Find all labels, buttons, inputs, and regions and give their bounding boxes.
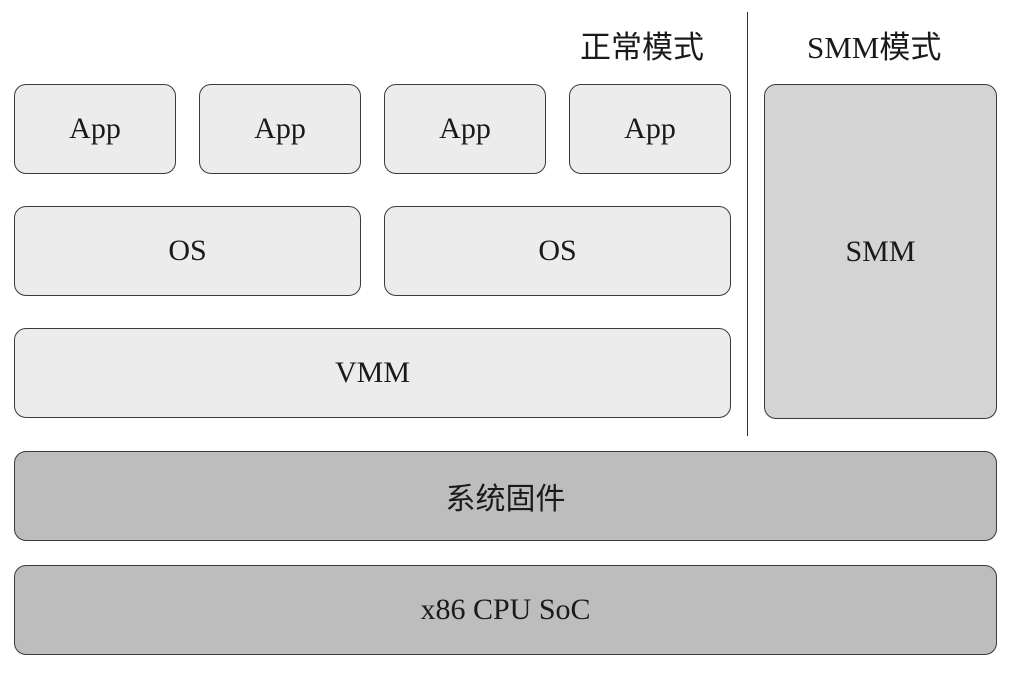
normal-mode-heading: 正常模式 [580,30,704,65]
app-box-4: App [569,84,731,174]
app-box-2: App [199,84,361,174]
cpu-soc-box: x86 CPU SoC [14,565,997,655]
app-box-3: App [384,84,546,174]
smm-mode-heading: SMM模式 [807,30,942,65]
smm-box: SMM [764,84,997,419]
vmm-box: VMM [14,328,731,418]
os-box-2: OS [384,206,731,296]
system-firmware-box: 系统固件 [14,451,997,541]
mode-divider [747,12,748,436]
os-box-1: OS [14,206,361,296]
app-box-1: App [14,84,176,174]
